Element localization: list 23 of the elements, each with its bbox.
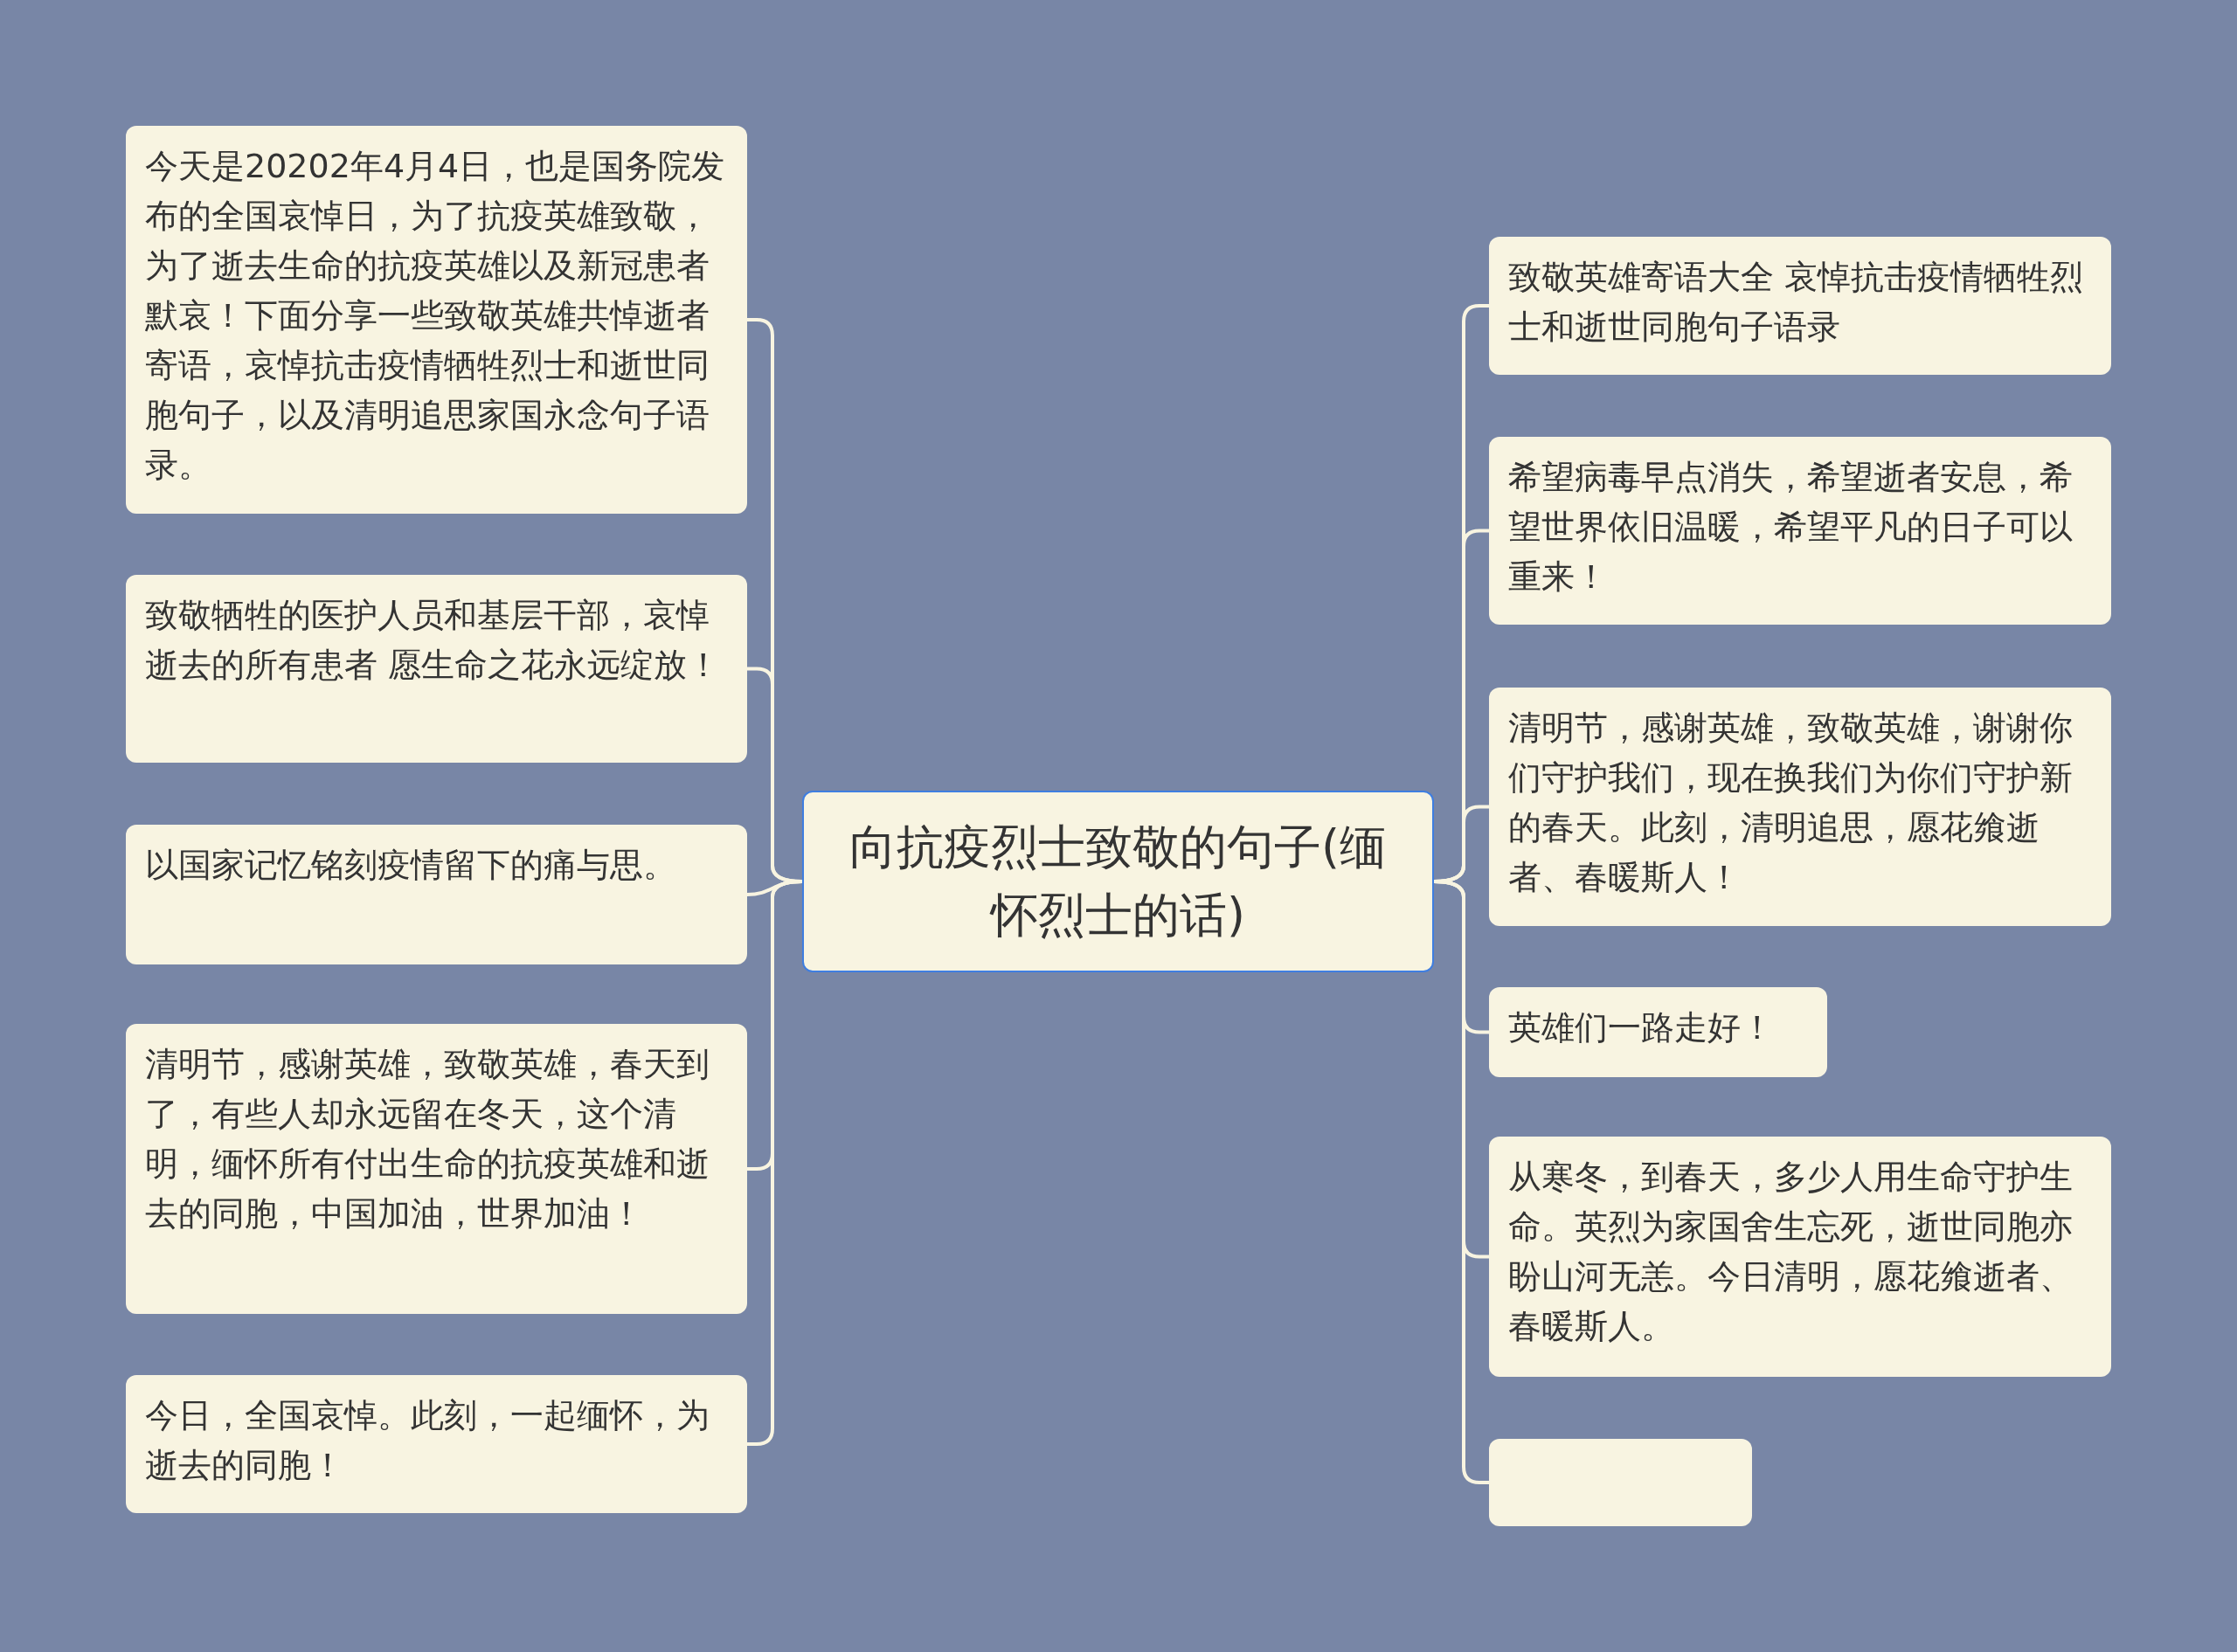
topic-box bbox=[126, 1024, 747, 1314]
topic-box bbox=[126, 126, 747, 514]
topic-box bbox=[1489, 237, 2111, 375]
topic-box bbox=[126, 825, 747, 964]
topic-box bbox=[1489, 1137, 2111, 1377]
topic-title: 向抗疫烈士致敬的句子(缅怀烈士的话) bbox=[848, 819, 1389, 944]
central-topic-box bbox=[802, 791, 1434, 972]
topic-text: 今日，全国哀悼。此刻，一起缅怀，为逝去的同胞！ bbox=[145, 1395, 710, 1486]
topic-box bbox=[126, 1375, 747, 1513]
topic-text: 致敬英雄寄语大全 哀悼抗击疫情牺牲烈士和逝世同胞句子语录 bbox=[1508, 257, 2085, 348]
topic-text: 从寒冬，到春天，多少人用生命守护生命。英烈为家国舍生忘死，逝世同胞亦盼山河无恙。今日清明，愿花飨逝者、春暖斯人。 bbox=[1508, 1157, 2074, 1347]
topic-box bbox=[1489, 437, 2111, 625]
topic-box bbox=[126, 575, 747, 763]
topic-text: 致敬牺牲的医护人员和基层干部，哀悼逝去的所有患者 愿生命之花永远绽放！ bbox=[145, 595, 722, 686]
topic-box bbox=[1489, 987, 1827, 1077]
topic-box bbox=[1489, 1439, 1752, 1526]
topic-text: 今天是20202年4月4日，也是国务院发布的全国哀悼日，为了抗疫英雄致敬，为了逝去生命的抗疫英雄以及新冠患者默哀！下面分享一些致敬英雄共悼逝者寄语，哀悼抗击疫情牺牲烈士和逝世同胞句子，以及清明追思家国永念句子语录。 bbox=[145, 146, 726, 486]
topic-text: 清明节，感谢英雄，致敬英雄，春天到了，有些人却永远留在冬天，这个清明，缅怀所有付出生命的抗疫英雄和逝去的同胞，中国加油，世界加油！ bbox=[145, 1044, 710, 1234]
topic-text: 英雄们一路走好！ bbox=[1508, 1007, 1775, 1048]
topic-text: 清明节，感谢英雄，致敬英雄，谢谢你们守护我们，现在换我们为你们守护新的春天。此刻，清明追思，愿花飨逝者、春暖斯人！ bbox=[1508, 708, 2074, 898]
topic-text: 以国家记忆铭刻疫情留下的痛与思。 bbox=[145, 845, 677, 886]
topic-box bbox=[1489, 688, 2111, 926]
topic-text: 希望病毒早点消失，希望逝者安息，希望世界依旧温暖，希望平凡的日子可以重来！ bbox=[1508, 457, 2074, 598]
